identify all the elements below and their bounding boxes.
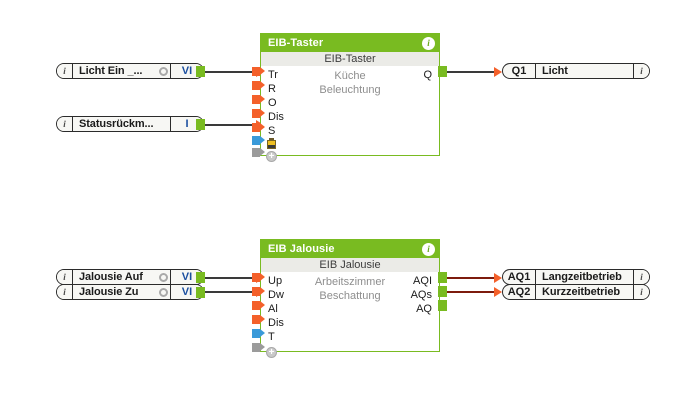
input-node-jalousie-auf[interactable]: i Jalousie Auf VI xyxy=(56,269,204,285)
output-tag: AQ1 xyxy=(503,270,536,284)
wire-statusrueck-to-s xyxy=(204,124,260,126)
block-center-text: Arbeitszimmer Beschattung xyxy=(261,275,439,303)
output-tag: AQ2 xyxy=(503,285,536,299)
info-icon[interactable]: i xyxy=(57,117,73,131)
input-label: Jalousie Zu xyxy=(79,286,139,298)
block-port-in-battery[interactable] xyxy=(252,136,265,145)
info-icon[interactable]: i xyxy=(633,270,649,284)
block-header: EIB Jalousie i xyxy=(261,240,439,258)
wire-licht-ein-to-tr xyxy=(204,71,260,73)
input-output-nub xyxy=(196,287,205,298)
block-title: EIB-Taster xyxy=(268,37,324,49)
input-label: Licht Ein _... xyxy=(79,65,143,77)
info-icon[interactable]: i xyxy=(57,270,73,284)
block-port-in-r[interactable] xyxy=(252,81,265,90)
wire-aqs-to-aq2 xyxy=(444,291,498,293)
block-port-in-add[interactable] xyxy=(252,148,265,157)
block-output-pin-q[interactable]: Q xyxy=(423,69,432,81)
block-body: Arbeitszimmer Beschattung Up Dw Al Dis T… xyxy=(261,272,439,358)
info-icon[interactable]: i xyxy=(57,285,73,299)
input-label: Jalousie Auf xyxy=(79,271,143,283)
block-port-in-add[interactable] xyxy=(252,343,265,352)
input-label: Statusrückm... xyxy=(79,118,154,130)
add-pin-button[interactable]: + xyxy=(266,151,277,162)
input-output-nub xyxy=(196,272,205,283)
input-type: VI xyxy=(170,270,203,284)
block-center-line: Küche xyxy=(334,70,366,82)
block-input-pin-dis[interactable]: Dis xyxy=(268,111,284,123)
block-port-in-t[interactable] xyxy=(252,329,265,338)
block-input-pin-s[interactable]: S xyxy=(268,125,276,137)
block-port-in-s[interactable] xyxy=(252,123,265,132)
block-port-in-up[interactable] xyxy=(252,273,265,282)
output-tag: Q1 xyxy=(503,64,536,78)
input-node-statusrueckmeldung[interactable]: i Statusrückm... I xyxy=(56,116,204,132)
block-center-line: Arbeitszimmer xyxy=(314,276,386,288)
output-node-kurzzeitbetrieb[interactable]: AQ2 Kurzzeitbetrieb i xyxy=(502,284,650,300)
block-title: EIB Jalousie xyxy=(268,243,335,255)
block-subtitle: EIB-Taster xyxy=(261,52,439,66)
block-port-in-dis[interactable] xyxy=(252,109,265,118)
gear-icon[interactable] xyxy=(156,64,170,78)
block-output-pin-aqi[interactable]: AQI xyxy=(413,275,432,287)
wire-jalousie-zu-to-dw xyxy=(204,291,260,293)
block-port-out-aqs[interactable] xyxy=(438,286,447,297)
block-input-pin-up[interactable]: Up xyxy=(268,275,283,287)
block-center-text: Küche Beleuchtung xyxy=(261,69,439,97)
input-output-nub xyxy=(196,66,205,77)
block-port-in-dis[interactable] xyxy=(252,315,265,324)
input-node-licht-ein[interactable]: i Licht Ein _... VI xyxy=(56,63,204,79)
info-icon[interactable]: i xyxy=(633,285,649,299)
block-input-pin-tr[interactable]: Tr xyxy=(268,69,278,81)
block-input-pin-al[interactable]: Al xyxy=(268,303,278,315)
output-node-langzeitbetrieb[interactable]: AQ1 Langzeitbetrieb i xyxy=(502,269,650,285)
output-label: Langzeitbetrieb xyxy=(542,271,622,283)
block-input-pin-r[interactable]: R xyxy=(268,83,276,95)
input-node-jalousie-zu[interactable]: i Jalousie Zu VI xyxy=(56,284,204,300)
block-port-in-o[interactable] xyxy=(252,95,265,104)
info-icon[interactable]: i xyxy=(422,36,435,50)
wire-jalousie-auf-to-up xyxy=(204,277,260,279)
block-port-out-aqi[interactable] xyxy=(438,272,447,283)
info-icon[interactable]: i xyxy=(633,64,649,78)
wire-arrowhead xyxy=(494,67,502,77)
input-output-nub xyxy=(196,119,205,130)
function-block-eib-jalousie[interactable]: EIB Jalousie i EIB Jalousie Arbeitszimme… xyxy=(260,239,440,358)
input-type: VI xyxy=(170,285,203,299)
info-icon[interactable]: i xyxy=(57,64,73,78)
input-type: I xyxy=(170,117,203,131)
block-body: Küche Beleuchtung Tr R O Dis S + Q xyxy=(261,66,439,162)
gear-icon[interactable] xyxy=(156,270,170,284)
block-port-in-al[interactable] xyxy=(252,301,265,310)
block-port-out-aq[interactable] xyxy=(438,300,447,311)
block-output-pin-aqs[interactable]: AQs xyxy=(410,289,432,301)
info-icon[interactable]: i xyxy=(422,242,435,256)
wire-arrowhead xyxy=(494,287,502,297)
block-header: EIB-Taster i xyxy=(261,34,439,52)
block-center-line: Beschattung xyxy=(319,290,381,302)
block-input-pin-dw[interactable]: Dw xyxy=(268,289,284,301)
block-subtitle: EIB Jalousie xyxy=(261,258,439,272)
output-node-licht[interactable]: Q1 Licht i xyxy=(502,63,650,79)
block-output-pin-aq[interactable]: AQ xyxy=(416,303,432,315)
wire-arrowhead xyxy=(494,273,502,283)
block-port-in-dw[interactable] xyxy=(252,287,265,296)
input-type: VI xyxy=(170,64,203,78)
output-label: Kurzzeitbetrieb xyxy=(542,286,620,298)
block-input-pin-dis[interactable]: Dis xyxy=(268,317,284,329)
output-label: Licht xyxy=(542,65,568,77)
wire-q-to-q1 xyxy=(444,71,498,73)
block-center-line: Beleuchtung xyxy=(319,84,381,96)
block-input-pin-o[interactable]: O xyxy=(268,97,277,109)
wire-aqi-to-aq1 xyxy=(444,277,498,279)
block-port-out-q[interactable] xyxy=(438,66,447,77)
function-block-eib-taster[interactable]: EIB-Taster i EIB-Taster Küche Beleuchtun… xyxy=(260,33,440,162)
block-input-pin-t[interactable]: T xyxy=(268,331,275,343)
add-pin-button[interactable]: + xyxy=(266,347,277,358)
battery-icon[interactable] xyxy=(267,138,276,149)
block-port-in-tr[interactable] xyxy=(252,67,265,76)
gear-icon[interactable] xyxy=(156,285,170,299)
